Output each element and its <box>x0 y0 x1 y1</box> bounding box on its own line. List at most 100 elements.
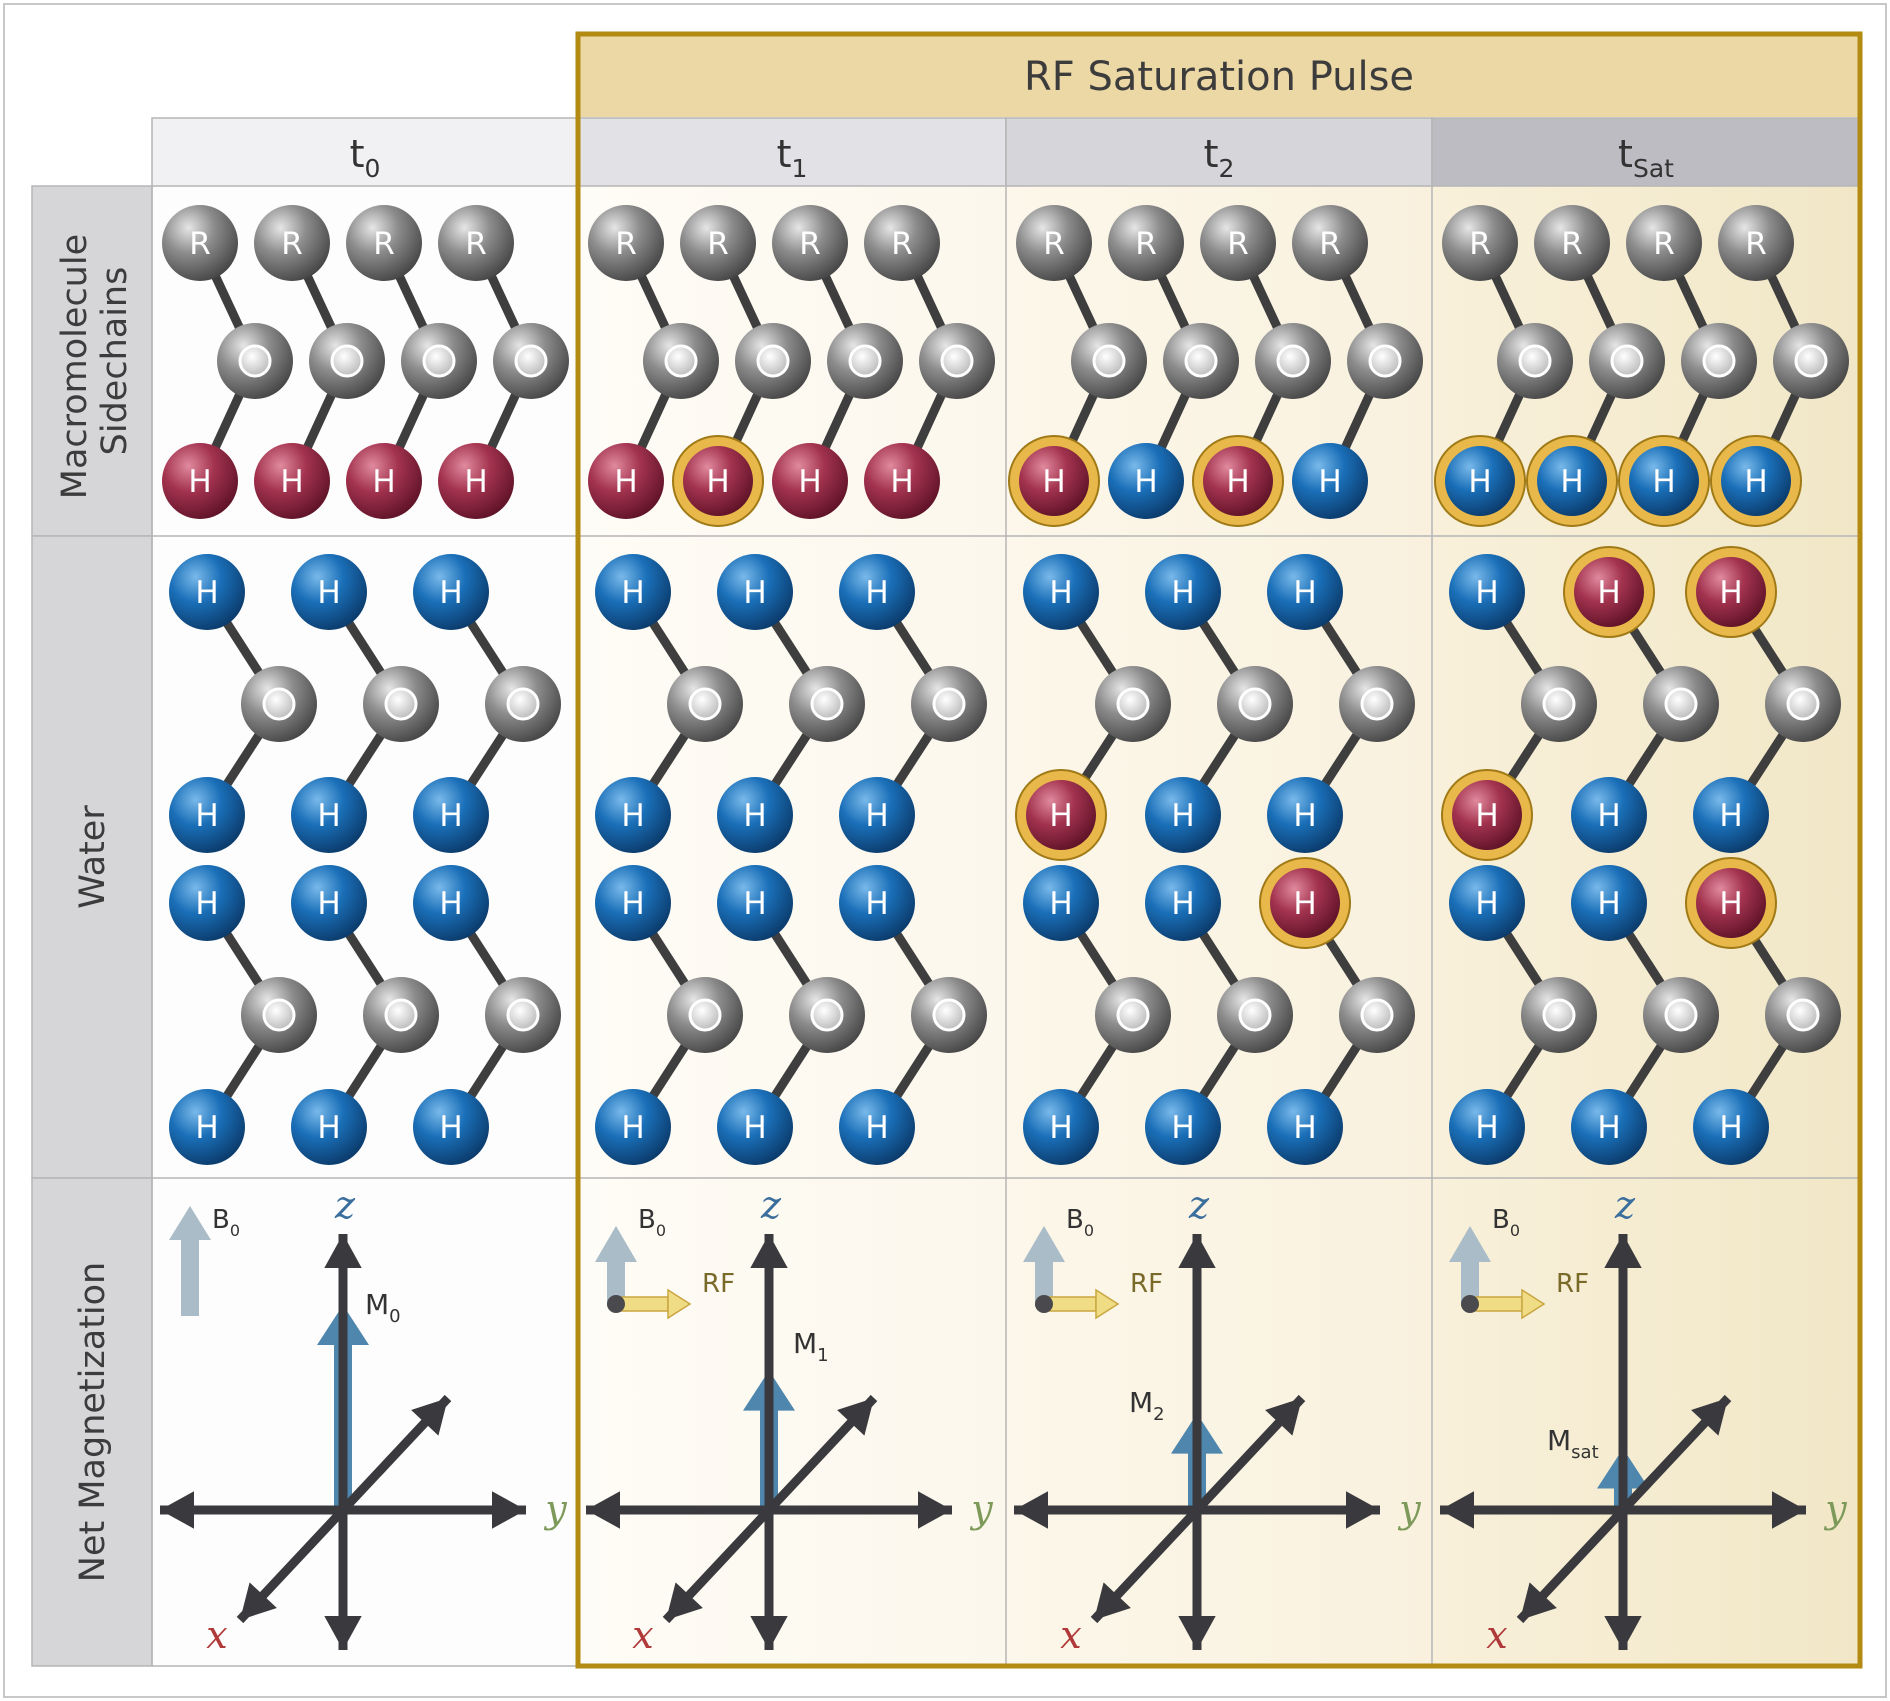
row-label-water: Water <box>73 805 113 909</box>
atom-label: H <box>865 886 888 922</box>
proton-saturated: H <box>1685 546 1777 638</box>
y-axis-label: y <box>543 1487 567 1531</box>
atom-label: H <box>1049 886 1072 922</box>
proton: H <box>162 443 238 519</box>
atom-label: H <box>439 1110 462 1146</box>
atom-label: H <box>464 464 487 500</box>
oxygen-atom <box>1765 977 1841 1053</box>
moment-label: M1 <box>793 1327 829 1366</box>
oxygen-atom <box>1765 666 1841 742</box>
atom-label: R <box>891 226 913 262</box>
atom-label: R <box>373 226 395 262</box>
atom-label: R <box>707 226 729 262</box>
proton: H <box>1023 554 1099 630</box>
proton: H <box>1449 554 1525 630</box>
proton: H <box>595 554 671 630</box>
x-axis-label: x <box>632 1613 653 1657</box>
rf-label: RF <box>1556 1269 1589 1299</box>
z-axis-label: z <box>1614 1183 1636 1227</box>
oxygen-atom <box>1217 977 1293 1053</box>
pulse-border <box>575 31 1863 1669</box>
moment-label: M0 <box>365 1288 401 1327</box>
oxygen-atom <box>1589 323 1665 399</box>
atom-label: H <box>743 886 766 922</box>
proton-saturated: H <box>1526 435 1618 527</box>
oxygen-atom <box>401 323 477 399</box>
b0-arrow <box>1023 1226 1065 1306</box>
atom-label: H <box>621 1110 644 1146</box>
proton: H <box>1267 777 1343 853</box>
oxygen-atom <box>493 323 569 399</box>
rf-arrow <box>1461 1288 1546 1320</box>
atom-label: H <box>1597 798 1620 834</box>
proton: H <box>1145 777 1221 853</box>
proton: H <box>1449 865 1525 941</box>
proton: H <box>413 777 489 853</box>
proton: H <box>839 777 915 853</box>
atom-label: R <box>1745 226 1767 262</box>
column-header-t2: t2 <box>1204 132 1235 183</box>
oxygen-atom <box>241 977 317 1053</box>
r-group: R <box>772 205 848 281</box>
rf-label: RF <box>702 1269 735 1299</box>
oxygen-atom <box>1163 323 1239 399</box>
atom-label: H <box>1719 886 1742 922</box>
proton: H <box>1267 554 1343 630</box>
atom-label: H <box>195 886 218 922</box>
proton-saturated: H <box>1618 435 1710 527</box>
oxygen-atom <box>241 666 317 742</box>
b0-label: B0 <box>1066 1205 1094 1240</box>
proton-saturated: H <box>1710 435 1802 527</box>
pulse-label: RF Saturation Pulse <box>1024 54 1414 100</box>
oxygen-atom <box>485 977 561 1053</box>
r-group: R <box>254 205 330 281</box>
atom-label: R <box>1469 226 1491 262</box>
x-axis-label: x <box>1060 1613 1081 1657</box>
oxygen-atom <box>1521 977 1597 1053</box>
oxygen-atom <box>827 323 903 399</box>
atom-label: H <box>1049 1110 1072 1146</box>
atom-label: R <box>1319 226 1341 262</box>
atom-label: H <box>317 575 340 611</box>
oxygen-atom <box>1773 323 1849 399</box>
proton-saturated: H <box>1192 435 1284 527</box>
y-axis-label: y <box>1823 1487 1847 1531</box>
oxygen-atom <box>1681 323 1757 399</box>
x-axis-label: x <box>1486 1613 1507 1657</box>
atom-label: H <box>1719 575 1742 611</box>
oxygen-atom <box>1643 977 1719 1053</box>
atom-label: H <box>1293 798 1316 834</box>
proton: H <box>595 777 671 853</box>
oxygen-atom <box>1095 666 1171 742</box>
proton: H <box>413 865 489 941</box>
b0-arrow <box>1449 1226 1491 1306</box>
proton: H <box>254 443 330 519</box>
atom-label: H <box>439 886 462 922</box>
atom-label: H <box>621 575 644 611</box>
proton-saturated: H <box>1685 857 1777 949</box>
atom-label: H <box>1293 886 1316 922</box>
atom-label: H <box>1719 1110 1742 1146</box>
oxygen-atom <box>735 323 811 399</box>
z-axis-label: z <box>334 1183 356 1227</box>
z-axis-label: z <box>760 1183 782 1227</box>
proton: H <box>438 443 514 519</box>
r-group: R <box>162 205 238 281</box>
proton: H <box>291 865 367 941</box>
atom-label: H <box>743 1110 766 1146</box>
proton: H <box>864 443 940 519</box>
atom-label: H <box>798 464 821 500</box>
proton: H <box>169 777 245 853</box>
y-axis-label: y <box>969 1487 993 1531</box>
r-group: R <box>864 205 940 281</box>
